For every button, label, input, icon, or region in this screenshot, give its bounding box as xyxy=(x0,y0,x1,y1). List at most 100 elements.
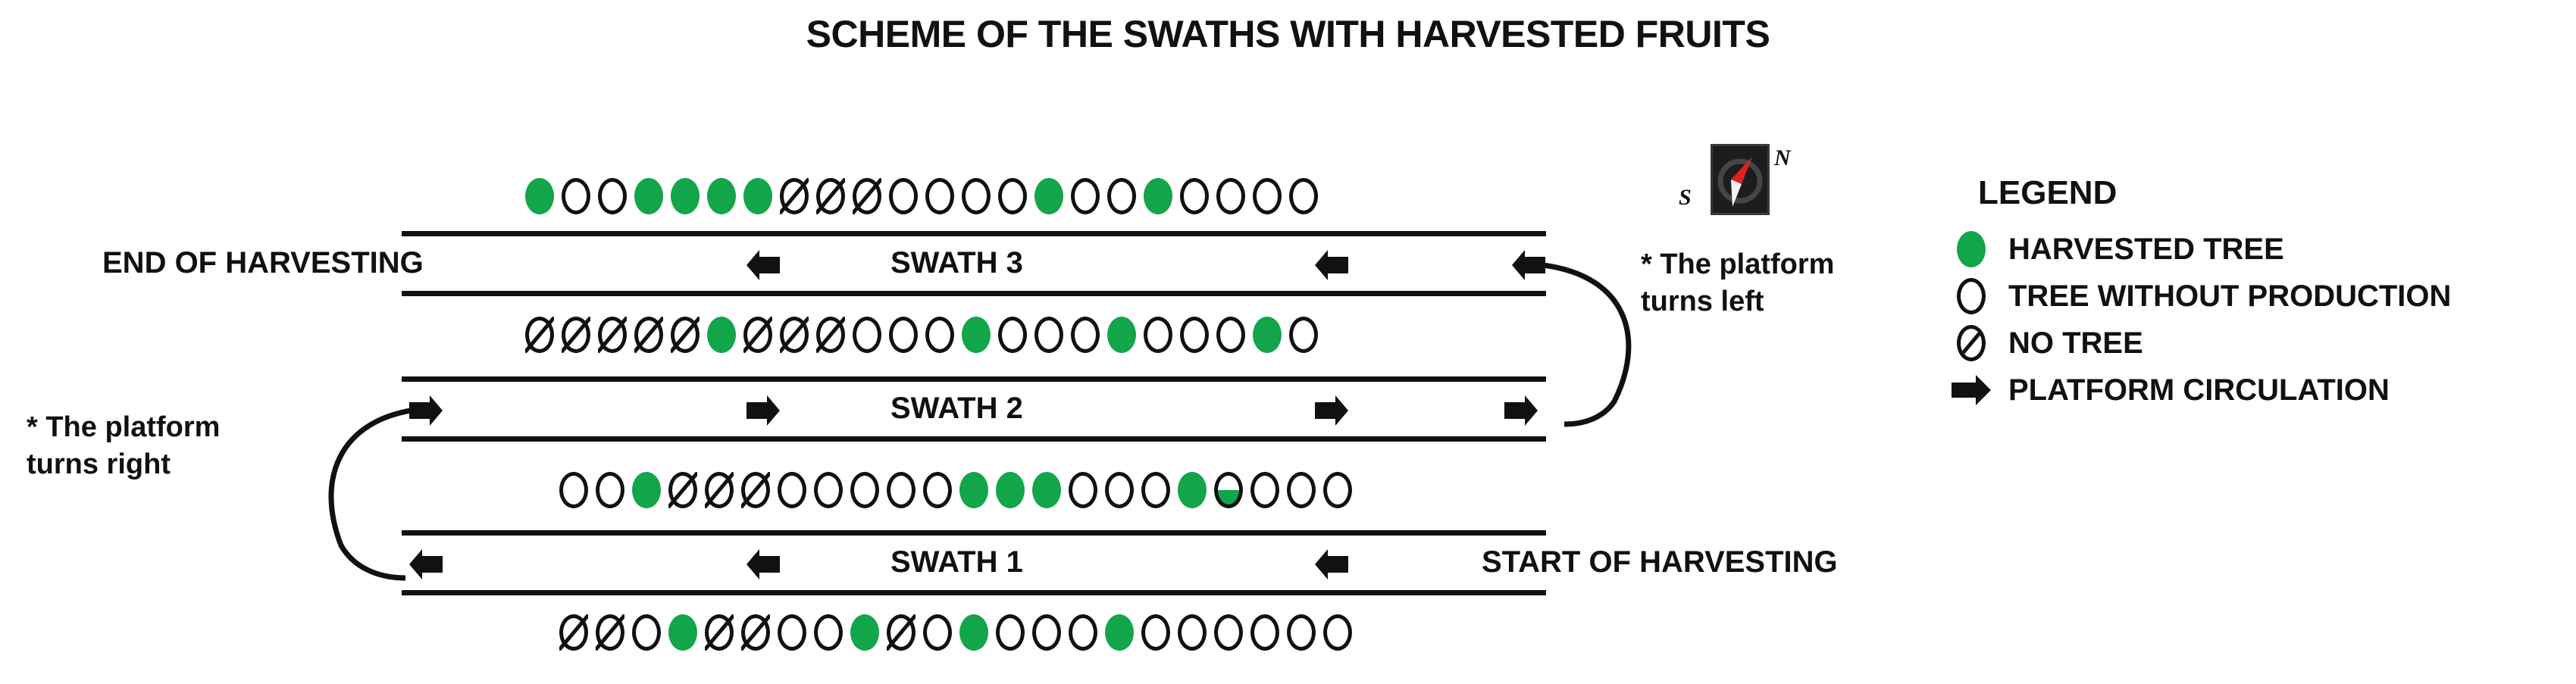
tree-row xyxy=(523,314,1323,357)
tree-row xyxy=(523,176,1323,218)
harvested-tree-icon xyxy=(959,315,994,356)
tree-without-production-icon xyxy=(996,315,1031,356)
tree-without-production-icon xyxy=(1066,470,1101,511)
no-tree-slash xyxy=(816,317,845,353)
tree-shape xyxy=(887,472,916,508)
tree-without-production-icon xyxy=(848,470,883,511)
tree-shape xyxy=(1287,472,1316,508)
tree-shape xyxy=(596,472,624,508)
tree-shape xyxy=(925,178,954,214)
tree-shape xyxy=(1180,317,1209,353)
tree-shape xyxy=(1032,472,1061,508)
tree-without-production-icon xyxy=(812,613,847,654)
tree-shape xyxy=(1178,472,1207,508)
harvested-tree-icon xyxy=(1105,315,1140,356)
tree-shape xyxy=(925,317,954,353)
tree-without-production-icon xyxy=(1287,176,1322,217)
no-tree-icon xyxy=(632,315,667,356)
tree-without-production-icon xyxy=(1178,176,1213,217)
legend-item-label: TREE WITHOUT PRODUCTION xyxy=(2008,279,2452,313)
no-tree-icon xyxy=(523,315,558,356)
tree-row xyxy=(557,612,1357,654)
tree-shape xyxy=(632,472,661,508)
tree-shape xyxy=(668,614,697,651)
tree-shape xyxy=(1105,614,1134,651)
platform-arrow-left xyxy=(409,549,443,579)
legend-item-platform-circulation: PLATFORM CIRCULATION xyxy=(1948,367,2554,414)
tree-shape xyxy=(1032,614,1061,651)
tree-without-production-icon xyxy=(1948,275,1995,317)
tree-without-production-icon xyxy=(1032,315,1067,356)
tree-without-production-icon xyxy=(1139,613,1174,654)
tree-without-production-icon xyxy=(923,315,958,356)
tree-shape xyxy=(850,614,879,651)
no-tree-slash xyxy=(671,317,700,353)
no-tree-slash xyxy=(741,614,770,651)
harvested-tree-icon xyxy=(1948,228,1995,270)
no-tree-slash xyxy=(525,317,554,353)
no-tree-icon xyxy=(666,470,701,511)
tree-without-production-icon xyxy=(923,176,958,217)
no-tree-slash xyxy=(741,472,770,508)
page-title: SCHEME OF THE SWATHS WITH HARVESTED FRUI… xyxy=(806,13,1770,55)
no-tree-slash xyxy=(853,178,881,214)
harvested-tree-icon xyxy=(668,176,703,217)
tree-shape xyxy=(1034,317,1063,353)
tree-without-production-icon xyxy=(959,176,994,217)
tree-shape xyxy=(889,317,918,353)
tree-shape xyxy=(1253,178,1282,214)
no-tree-icon xyxy=(739,613,774,654)
tree-shape xyxy=(1107,317,1136,353)
swath-band-2 xyxy=(402,376,1546,442)
no-tree-slash xyxy=(780,178,809,214)
tree-shape xyxy=(562,178,590,214)
tree-without-production-icon xyxy=(1066,613,1101,654)
tree-without-production-icon xyxy=(1321,470,1356,511)
tree-shape xyxy=(850,472,879,508)
tree-without-production-icon xyxy=(1214,176,1249,217)
no-tree-icon xyxy=(593,613,628,654)
compass-north-label: N xyxy=(1774,145,1791,170)
no-tree-slash xyxy=(559,614,588,651)
tree-shape xyxy=(1250,472,1279,508)
tree-without-production-icon xyxy=(1030,613,1065,654)
tree-shape xyxy=(1214,614,1243,651)
compass-rose: S N xyxy=(1656,142,1838,218)
tree-shape xyxy=(598,178,627,214)
tree-without-production-icon xyxy=(1287,315,1322,356)
tree-shape xyxy=(1289,317,1318,353)
tree-without-production-icon xyxy=(921,613,956,654)
legend-title: LEGEND xyxy=(1978,174,2117,211)
no-tree-icon xyxy=(739,470,774,511)
tree-without-production-icon xyxy=(1175,613,1210,654)
no-tree-icon xyxy=(778,176,812,217)
tree-shape xyxy=(1107,178,1136,214)
tree-without-production-icon xyxy=(1248,470,1283,511)
tree-shape xyxy=(814,472,843,508)
tree-shape xyxy=(1287,614,1316,651)
tree-shape xyxy=(959,614,988,651)
tree-without-production-icon xyxy=(1285,613,1319,654)
tree-shape xyxy=(1071,317,1100,353)
no-tree-icon xyxy=(741,315,776,356)
tree-without-production-icon xyxy=(812,470,847,511)
no-tree-slash xyxy=(634,317,663,353)
tree-without-production-icon xyxy=(921,470,956,511)
tree-shape xyxy=(632,614,661,651)
tree-shape xyxy=(1144,317,1172,353)
tree-shape xyxy=(1144,178,1172,214)
no-tree-slash xyxy=(596,614,624,651)
harvested-tree-icon xyxy=(705,176,740,217)
tree-without-production-icon xyxy=(1139,470,1174,511)
tree-shape xyxy=(1323,472,1352,508)
tree-without-production-icon xyxy=(1103,470,1138,511)
harvested-tree-icon xyxy=(1032,176,1067,217)
harvested-tree-icon xyxy=(957,470,992,511)
legend-item-tree-without-production: TREE WITHOUT PRODUCTION xyxy=(1948,273,2554,320)
tree-shape xyxy=(1289,178,1318,214)
platform-turns-right-note: * The platform turns right xyxy=(27,409,220,483)
tree-shape xyxy=(1178,614,1207,651)
tree-shape xyxy=(743,178,772,214)
harvested-tree-icon xyxy=(666,613,701,654)
tree-without-production-icon xyxy=(1214,315,1249,356)
